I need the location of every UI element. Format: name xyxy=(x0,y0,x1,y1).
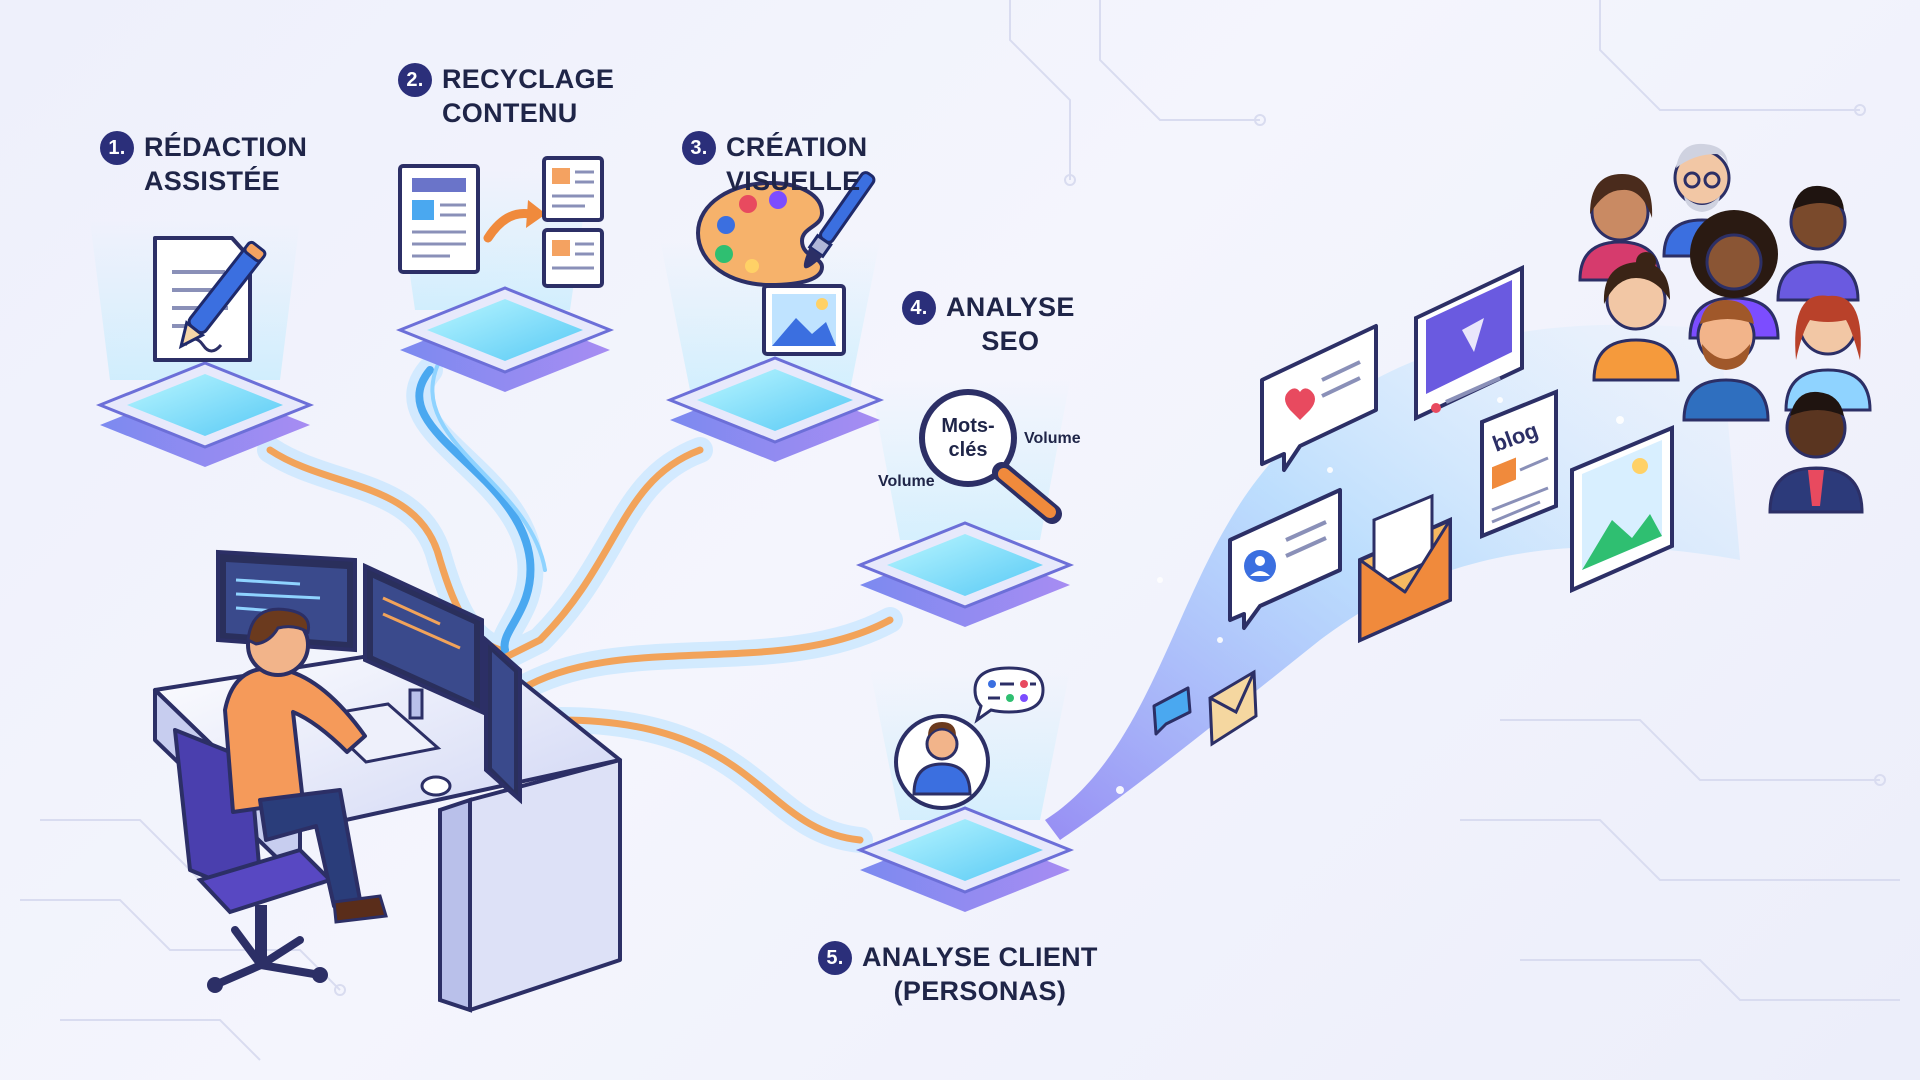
step-1-number: 1. xyxy=(100,131,134,165)
keyword-label-line1: Mots- xyxy=(941,415,994,437)
monitor-right xyxy=(484,635,522,805)
volume-label-left: Volume xyxy=(878,473,935,490)
documents-recycle-icon xyxy=(398,156,604,288)
volume-label-right: Volume xyxy=(1024,430,1081,447)
step-4-title-line2: SEO xyxy=(981,326,1040,356)
step-3-title-line1: CRÉATION xyxy=(726,132,868,162)
step-3-title-line2: VISUELLE xyxy=(726,166,861,196)
step-5-title-line1: ANALYSE CLIENT xyxy=(862,942,1098,972)
magnifier-keywords-icon: Mots- clés Volume Volume xyxy=(878,389,1081,524)
profile-chat-card xyxy=(1228,488,1342,630)
small-bubble-card xyxy=(1152,686,1192,736)
platform-3 xyxy=(665,356,885,462)
step-1-title-line2: ASSISTÉE xyxy=(144,166,280,196)
person-man-1 xyxy=(1776,185,1860,302)
step-5-title-line2: (PERSONAS) xyxy=(893,976,1067,1006)
step-4-title-line1: ANALYSE xyxy=(946,292,1075,322)
person-woman-red xyxy=(1784,295,1872,412)
person-woman-2 xyxy=(1592,252,1680,382)
step-5-label: 5. ANALYSE CLIENT (PERSONAS) xyxy=(818,940,1098,1008)
step-2-title-line2: CONTENU xyxy=(442,98,578,128)
platform-2 xyxy=(395,286,615,392)
monitor-center xyxy=(363,562,484,720)
persona-chat-icon xyxy=(894,666,1045,810)
step-3-label: 3. CRÉATION VISUELLE xyxy=(682,130,867,198)
step-2-title-line1: RECYCLAGE xyxy=(442,64,615,94)
content-cards: blog xyxy=(1152,264,1674,747)
step-4-label: 4. ANALYSE SEO xyxy=(902,290,1075,358)
person-man-suit xyxy=(1768,391,1864,514)
circuit-background xyxy=(20,0,1900,1061)
step-1-title-line1: RÉDACTION xyxy=(144,132,308,162)
step-3-number: 3. xyxy=(682,131,716,165)
platform-4 xyxy=(855,521,1075,627)
document-pen-icon xyxy=(153,236,267,362)
image-card xyxy=(1570,424,1674,594)
envelope-card xyxy=(1358,493,1452,644)
step-2-number: 2. xyxy=(398,63,432,97)
keyword-label-line2: clés xyxy=(949,439,988,461)
step-4-number: 4. xyxy=(902,291,936,325)
developer-person xyxy=(223,607,388,924)
workstation xyxy=(153,549,622,1013)
step-2-label: 2. RECYCLAGE CONTENU xyxy=(398,62,614,130)
platform-1 xyxy=(95,361,315,467)
palette-brush-icon xyxy=(695,171,876,356)
heart-chat-card xyxy=(1260,324,1378,472)
step-1-label: 1. RÉDACTION ASSISTÉE xyxy=(100,130,307,198)
audience-group xyxy=(1578,143,1872,514)
step-5-number: 5. xyxy=(818,941,852,975)
person-bearded-man xyxy=(1682,300,1770,422)
platform-5 xyxy=(855,806,1075,912)
small-envelope-card xyxy=(1208,669,1258,747)
video-card xyxy=(1414,264,1524,422)
blog-card: blog xyxy=(1480,389,1558,539)
